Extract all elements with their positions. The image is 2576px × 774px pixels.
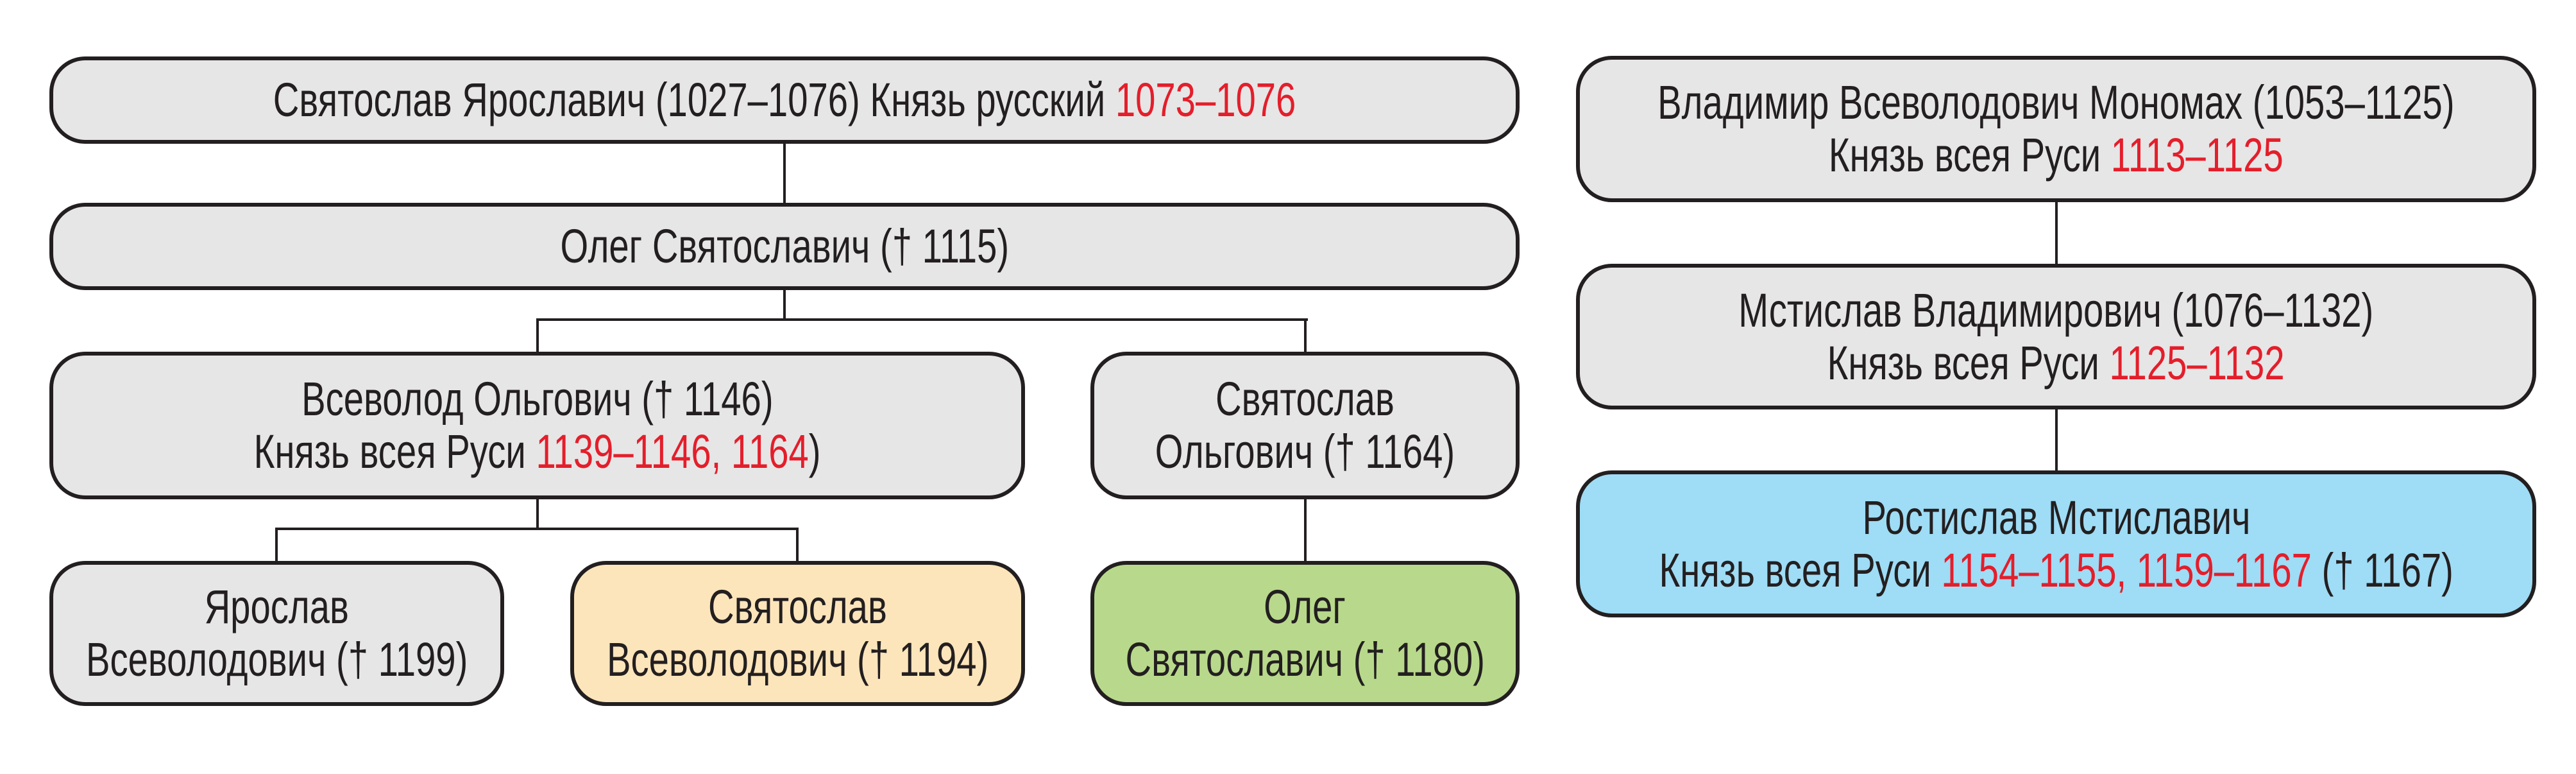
node-name: Олег Святославич († 1115) (560, 219, 1009, 273)
node-name: Святослав (708, 580, 887, 633)
node-title: Князь всея Руси (1659, 543, 1931, 597)
reign-years: 1139–1146, 1164 (536, 425, 809, 478)
node-death: Святославич († 1180) (1125, 633, 1485, 686)
node-vladimir-monomakh: Владимир Всеволодович Мономах (1053–1125… (1576, 56, 2536, 202)
connector (275, 528, 799, 530)
connector (2055, 409, 2058, 472)
node-name: Олег (1264, 580, 1346, 633)
node-title: Князь всея Руси (253, 425, 526, 478)
node-name: Ярослав (204, 580, 350, 633)
connector (2055, 202, 2058, 265)
connector (783, 143, 786, 204)
node-name: Мстислав Владимирович (1076–1132) (1738, 283, 2374, 337)
node-title: Князь всея Руси (1829, 128, 2101, 182)
reign-years: 1125–1132 (2109, 336, 2285, 390)
node-sviatoslav-yaroslavich: Святослав Ярославич (1027–1076) Князь ру… (49, 56, 1520, 144)
node-name: Владимир Всеволодович Мономах (1053–1125… (1657, 76, 2455, 129)
node-rostislav-mstislavich: Ростислав Мстиславич Князь всея Руси 115… (1576, 470, 2536, 617)
node-death: Ольгович († 1164) (1155, 425, 1455, 478)
reign-years: 1154–1155, 1159–1167 (1941, 543, 2312, 597)
node-name: Святослав (1216, 372, 1394, 426)
close-paren: ) (808, 425, 821, 478)
node-yaroslav-vsevolodovich: Ярослав Всеволодович († 1199) (49, 561, 504, 706)
node-vsevolod-olgovich: Всеволод Ольгович († 1146) Князь всея Ру… (49, 352, 1025, 499)
node-name: Всеволод Ольгович († 1146) (301, 372, 774, 426)
node-sviatoslav-olgovich: Святослав Ольгович († 1164) (1090, 352, 1520, 499)
connector (1304, 499, 1307, 562)
reign-years: 1073–1076 (1115, 73, 1296, 126)
connector (536, 318, 539, 353)
node-sviatoslav-vsevolodovich: Святослав Всеволодович († 1194) (570, 561, 1025, 706)
node-death: Всеволодович († 1199) (85, 633, 468, 686)
node-death: († 1167) (2321, 543, 2453, 597)
node-death: Всеволодович († 1194) (606, 633, 989, 686)
node-oleg-sviatoslavich-2: Олег Святославич († 1180) (1090, 561, 1520, 706)
node-oleg-sviatoslavich: Олег Святославич († 1115) (49, 203, 1520, 290)
node-name: Святослав Ярославич (1027–1076) Князь ру… (273, 73, 1106, 126)
node-name: Ростислав Мстиславич (1862, 490, 2250, 544)
connector (275, 528, 278, 562)
connector (1304, 318, 1307, 353)
node-mstislav-vladimirovich: Мстислав Владимирович (1076–1132) Князь … (1576, 264, 2536, 409)
node-title: Князь всея Руси (1827, 336, 2100, 390)
connector (536, 499, 539, 529)
connector (783, 289, 786, 321)
reign-years: 1113–1125 (2110, 128, 2284, 182)
connector (536, 318, 1308, 321)
connector (796, 528, 799, 562)
